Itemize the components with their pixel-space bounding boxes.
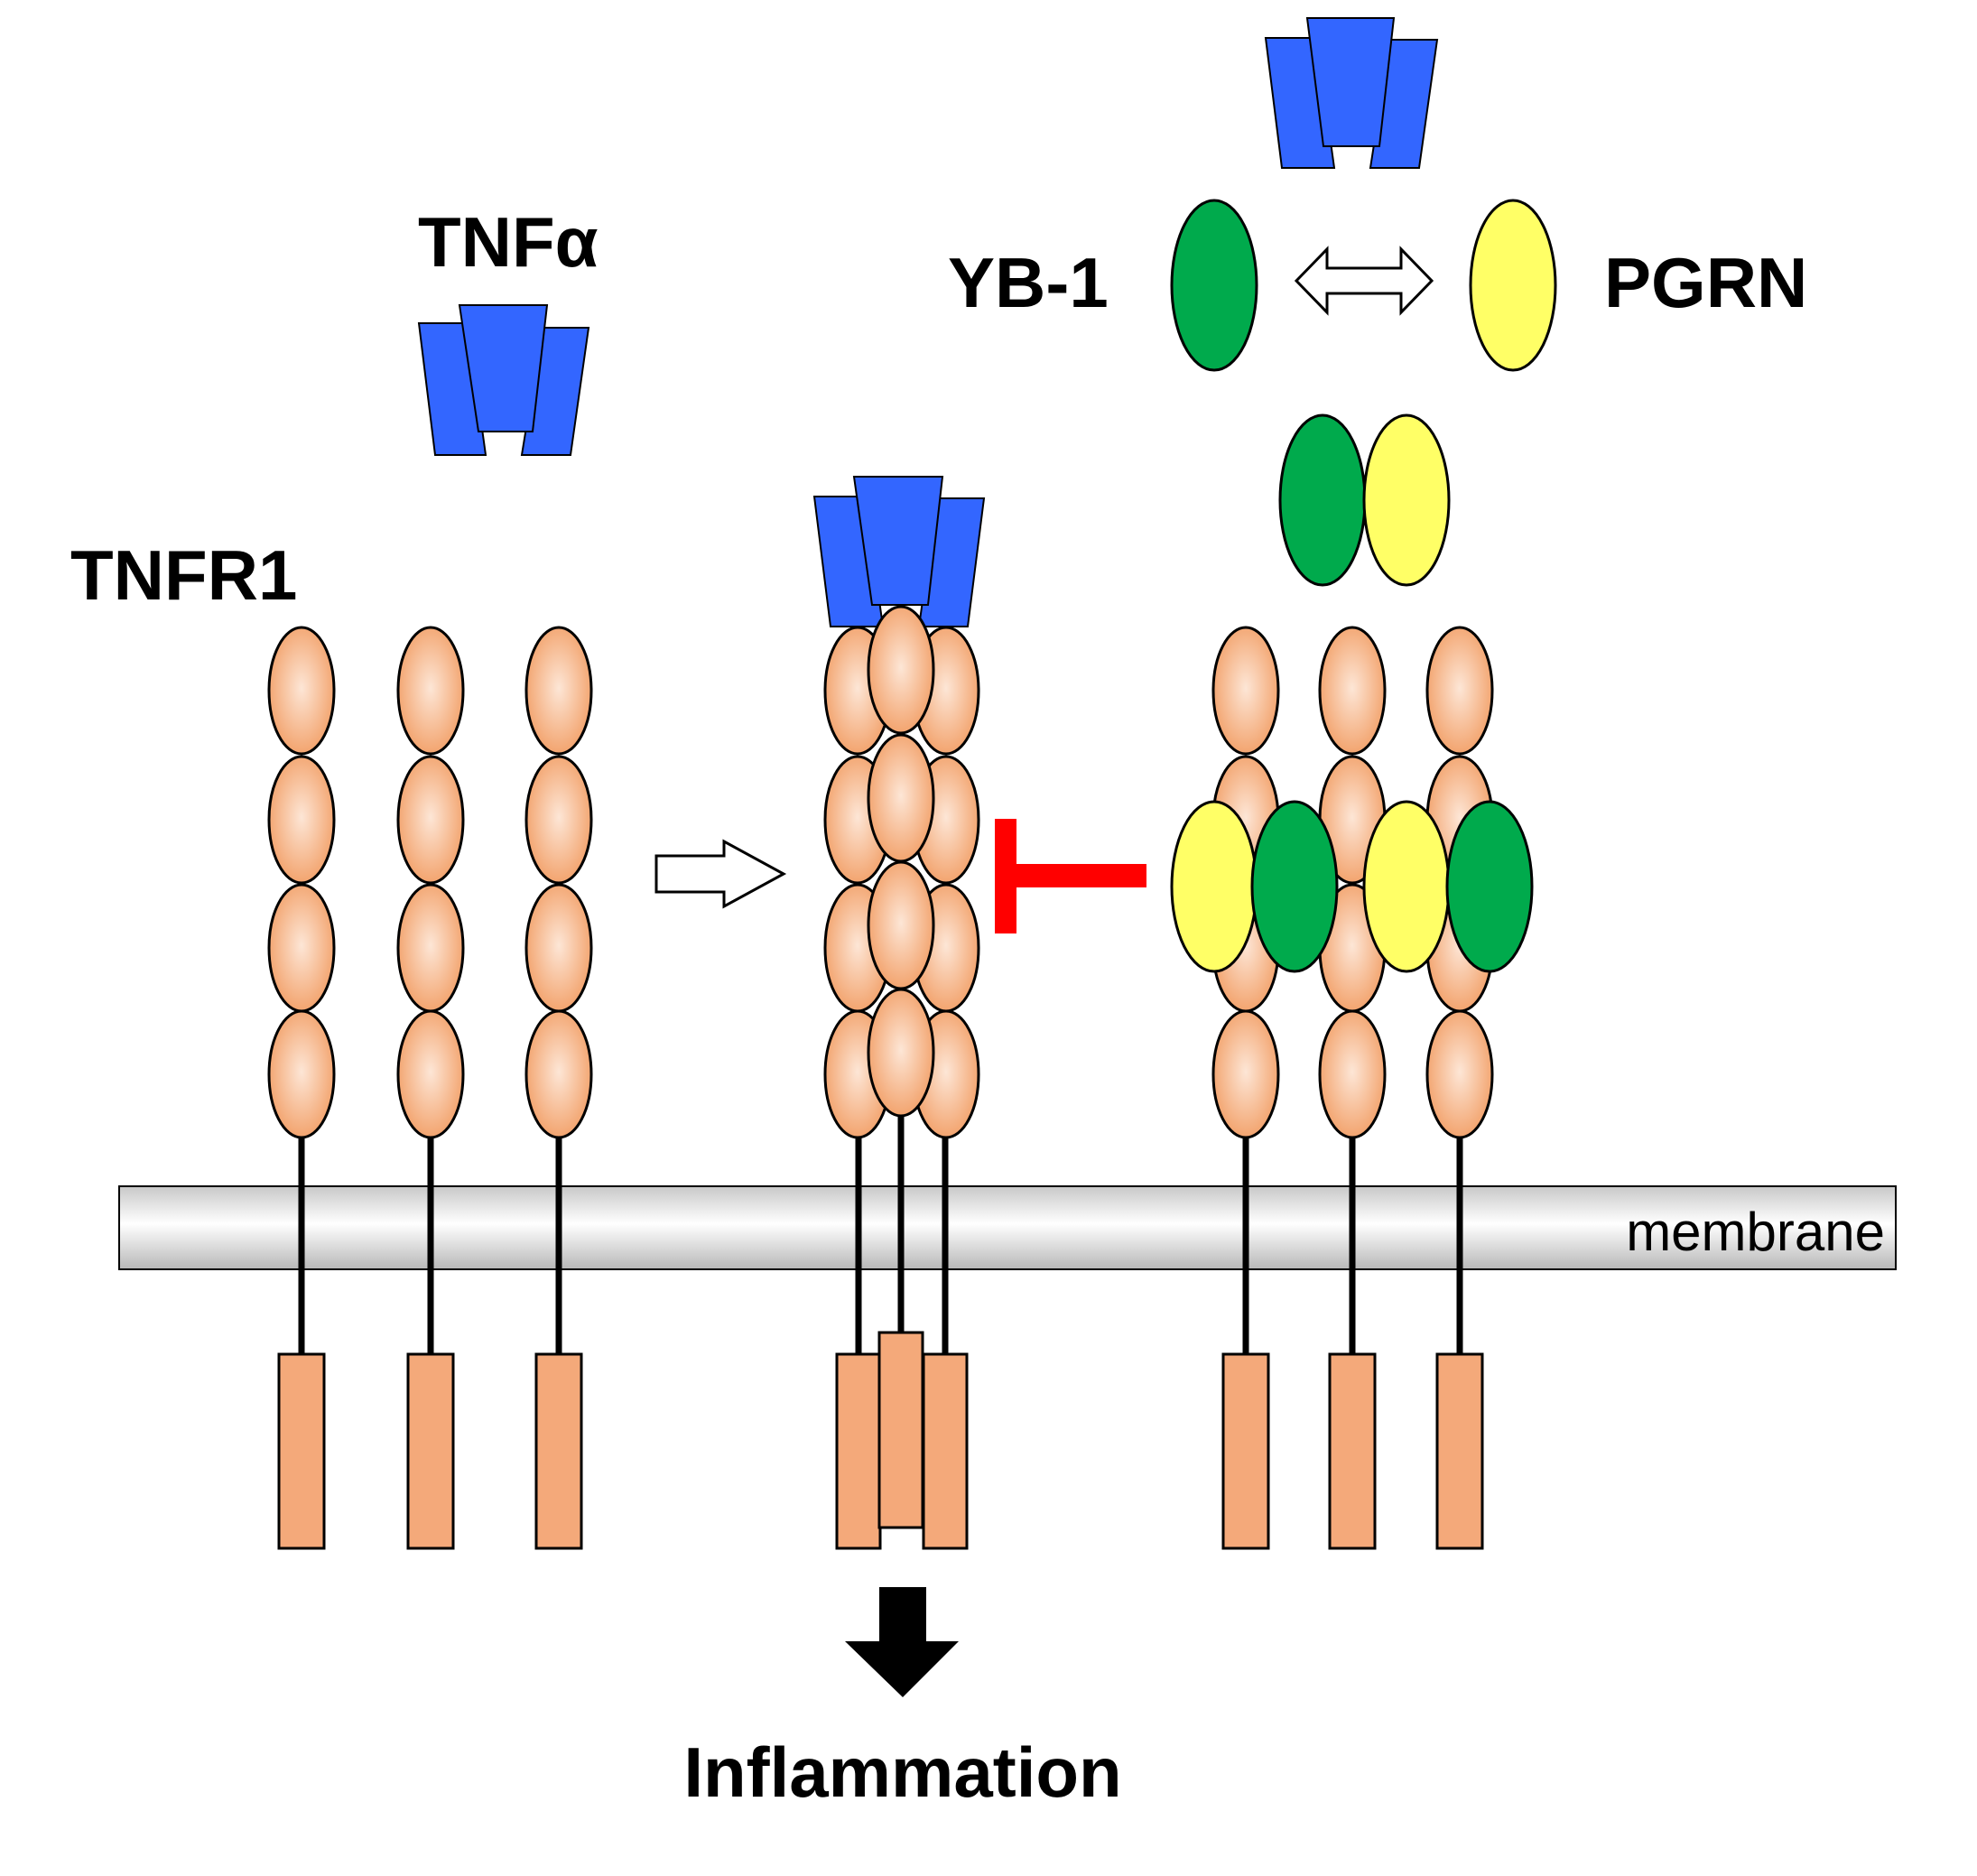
- inflammation-label: Inflammation: [683, 1732, 1121, 1812]
- yb1-label: YB-1: [948, 243, 1109, 322]
- tnfr1-receptor-unbound: [267, 626, 336, 1550]
- tnfr1-receptor-blocked: [1318, 626, 1387, 1550]
- membrane: membrane: [118, 1185, 1897, 1270]
- solid-down-arrow-icon: [845, 1587, 959, 1697]
- tnfr1-receptor-unbound: [396, 626, 465, 1550]
- yb1-pgrn-complex: [1278, 413, 1451, 587]
- tnfr1-label: TNFR1: [70, 535, 297, 615]
- yb1-protein-bound: [1445, 800, 1534, 973]
- yb1-pgrn-bound-row: [1170, 800, 1534, 973]
- tnf-alpha-label: TNFα: [418, 202, 599, 282]
- yb1-protein-bound: [1250, 800, 1339, 973]
- tnf-alpha-trimer-free: [417, 304, 590, 456]
- t-bar-inhibition-icon: [995, 819, 1146, 933]
- tnf-alpha-trimer-bound: [812, 476, 986, 627]
- hollow-double-arrow-icon: [1294, 246, 1434, 316]
- pgrn-label: PGRN: [1604, 243, 1807, 322]
- pgrn-protein: [1469, 199, 1557, 372]
- pgrn-protein-bound: [1362, 800, 1451, 973]
- tnfr1-receptor-blocked: [1211, 626, 1280, 1550]
- tnfr1-receptor-unbound: [524, 626, 593, 1550]
- tnfr1-receptor-blocked: [1425, 626, 1494, 1550]
- pgrn-protein-bound: [1170, 800, 1258, 973]
- tnfr1-receptor-cluster: [812, 476, 986, 1550]
- yb1-protein: [1170, 199, 1258, 372]
- membrane-label: membrane: [1626, 1202, 1885, 1262]
- hollow-right-arrow-icon: [654, 839, 787, 909]
- tnf-alpha-trimer-top: [1264, 17, 1439, 169]
